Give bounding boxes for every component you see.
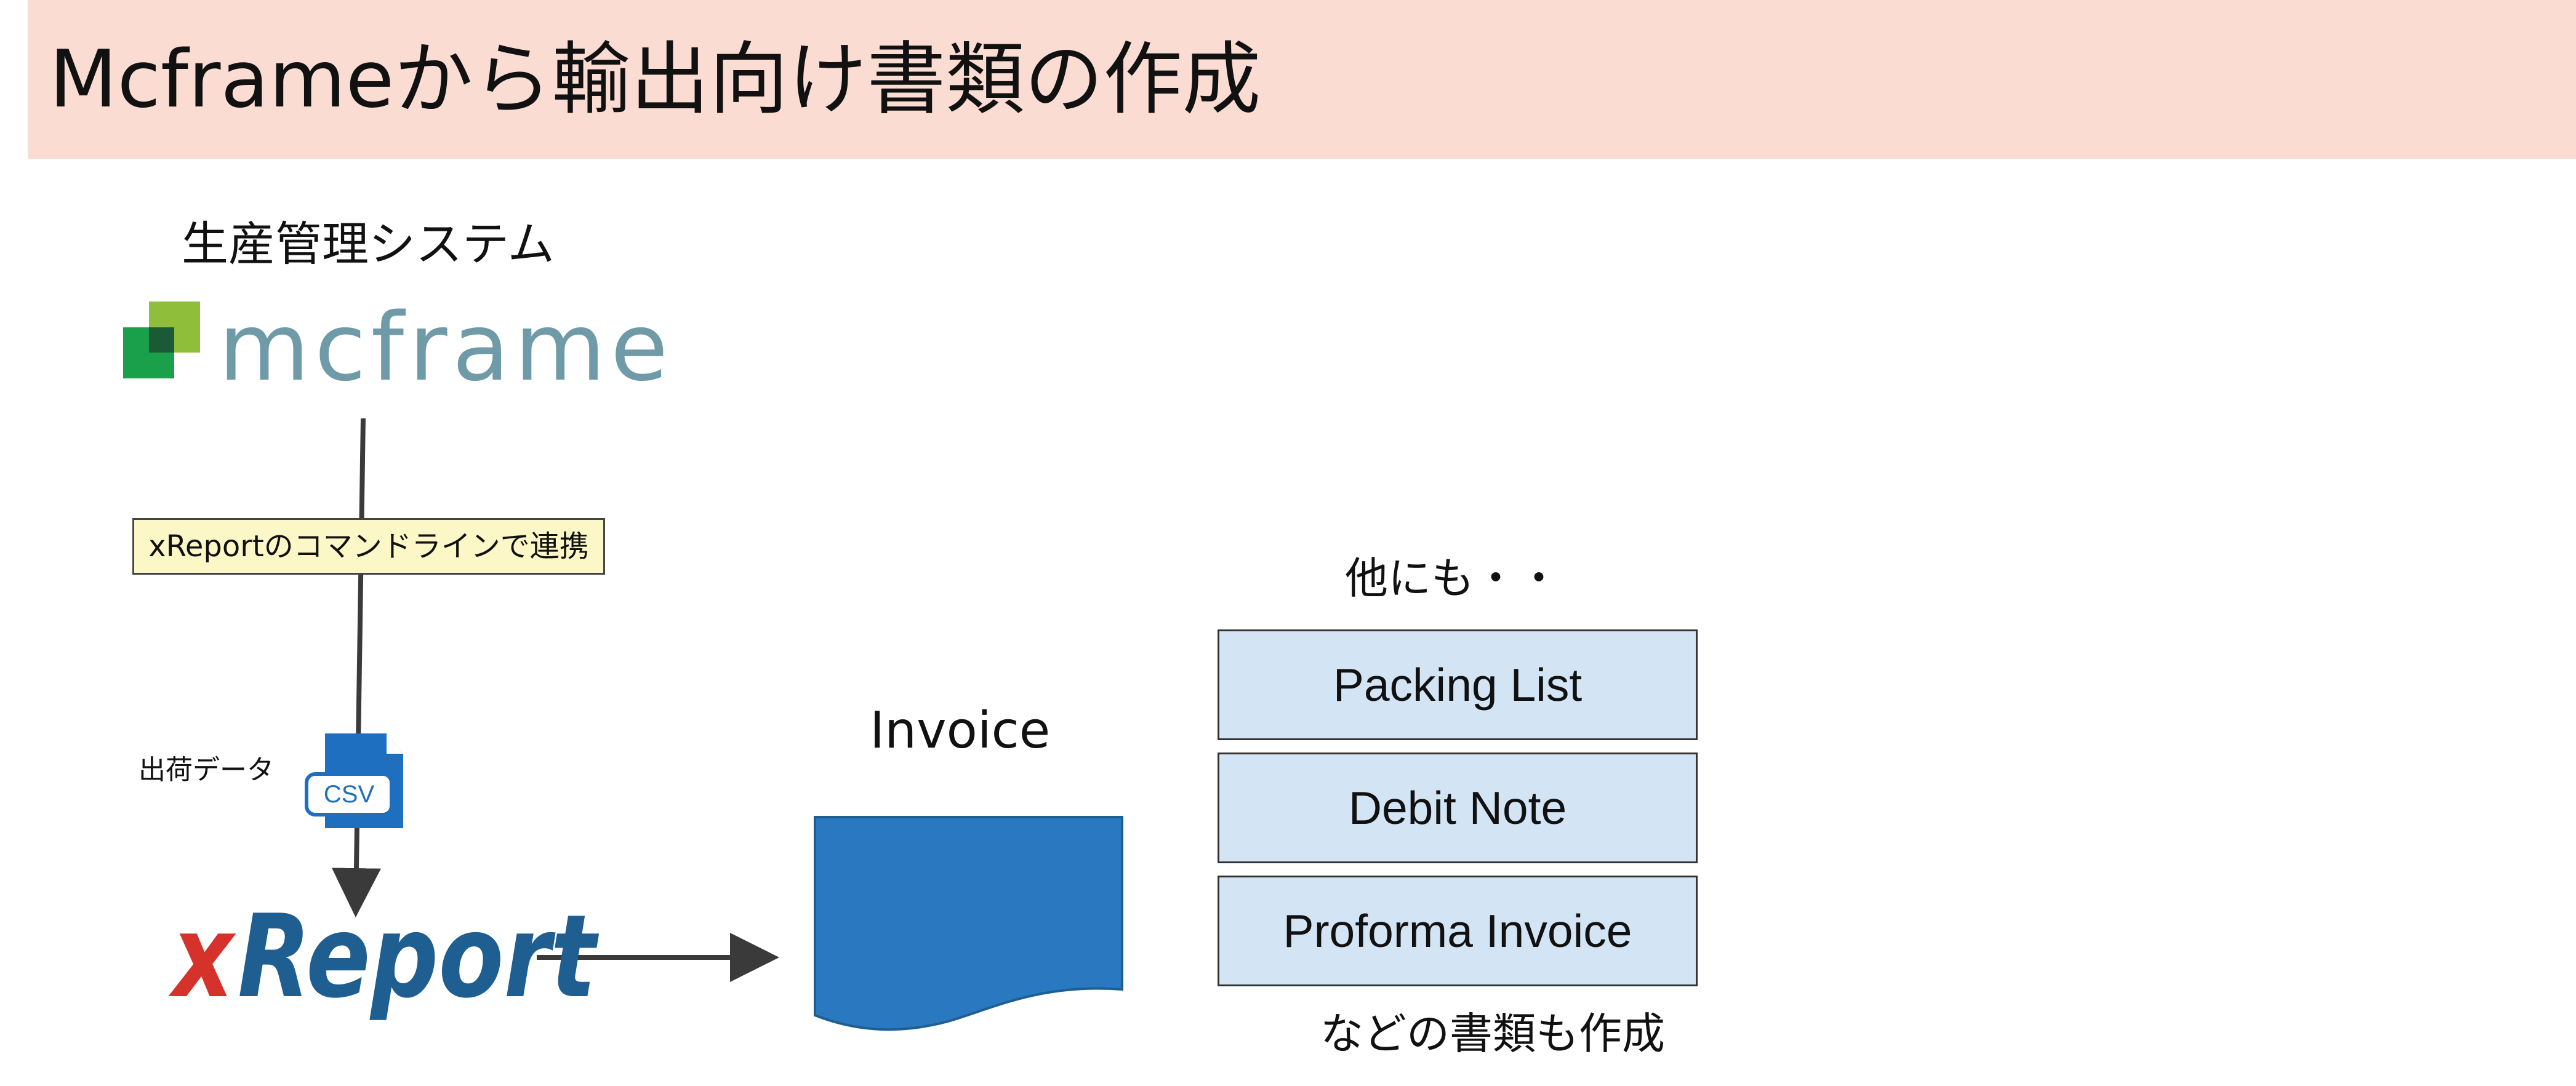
xreport-logo-report: Report [237,890,596,1023]
document-box-proforma-invoice: Proforma Invoice [1218,876,1698,986]
others-label: 他にも・・ [1345,553,1560,604]
command-line-note: xReportのコマンドラインで連携 [132,518,605,575]
csv-file-icon [305,733,403,828]
shipping-data-label: 出荷データ [138,754,274,786]
invoice-document-shape [814,816,1123,1031]
mcframe-wordmark: mcframe [219,293,673,402]
xreport-logo: xReport [172,895,670,1018]
title-band [28,0,2576,159]
document-box-debit-note: Debit Note [1218,753,1698,863]
mcframe-logo-mark [123,301,200,378]
page-title: Mcframeから輸出向け書類の作成 [49,34,1261,126]
invoice-label: Invoice [870,701,1051,760]
vertical-connector [331,418,381,917]
document-box-packing-list: Packing List [1218,629,1698,740]
xreport-logo-x: x [172,890,234,1023]
footer-label: などの書類も作成 [1320,1008,1665,1059]
csv-label: CSV [323,781,375,808]
system-label: 生産管理システム [182,217,555,271]
